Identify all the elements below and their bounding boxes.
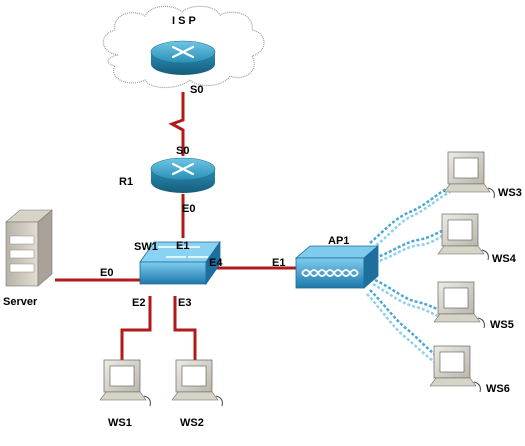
workstation-ws1 (99, 359, 151, 407)
link-sw1-ws2 (173, 296, 197, 360)
r1-s0-label: S0 (176, 145, 189, 157)
wireless-link-ws5-b (372, 282, 444, 320)
workstation-icon (171, 359, 223, 407)
ws5-label: WS5 (490, 319, 514, 331)
wireless-link-ws4-b (374, 232, 448, 264)
isp-label: I S P (172, 15, 196, 27)
sw1-e2-label: E2 (132, 297, 145, 309)
access-point-icon (294, 245, 380, 289)
sw1-e1-label: E1 (176, 240, 189, 252)
ws6-label: WS6 (486, 383, 510, 395)
server-label: Server (3, 296, 38, 308)
r1-router (150, 157, 216, 193)
ws1-label: WS1 (108, 417, 132, 429)
wireless-link-ws4 (374, 228, 446, 260)
serial-link-isp-r1 (168, 92, 185, 156)
wireless-link-ws3-b (371, 190, 451, 250)
wireless-link-ws3 (369, 186, 449, 244)
ws2-label: WS2 (180, 417, 204, 429)
r1-label: R1 (119, 176, 133, 188)
sw1-switch (139, 240, 221, 286)
workstation-icon (437, 213, 489, 261)
link-sw1-ws1 (120, 296, 152, 360)
workstation-icon (429, 345, 481, 393)
wireless-link-ws6-b (366, 293, 437, 365)
sw1-e4-label: E4 (209, 257, 223, 269)
switch-icon (139, 240, 221, 286)
workstation-icon (433, 281, 485, 329)
workstation-ws4 (437, 213, 489, 261)
ap1-e1-label: E1 (272, 257, 285, 269)
sw1-e3-label: E3 (178, 297, 191, 309)
ap1-access-point (294, 245, 380, 289)
workstation-icon (99, 359, 151, 407)
workstation-ws5 (433, 281, 485, 329)
r1-e0-label: E0 (182, 203, 195, 215)
server (5, 209, 53, 287)
isp-s0-label: S0 (190, 84, 203, 96)
workstation-ws2 (171, 359, 223, 407)
links (55, 92, 298, 360)
router-icon (150, 157, 216, 193)
server-e0-label: E0 (100, 267, 113, 279)
router-icon (150, 40, 216, 75)
wireless-link-ws6 (369, 289, 441, 360)
ap1-label: AP1 (328, 235, 349, 247)
workstation-ws6 (429, 345, 481, 393)
wireless-links (366, 186, 451, 365)
workstation-ws3 (443, 151, 495, 199)
server-icon (5, 209, 53, 287)
ws4-label: WS4 (492, 253, 517, 265)
isp-router (150, 40, 216, 75)
ws3-label: WS3 (498, 187, 522, 199)
sw1-label: SW1 (134, 241, 158, 253)
wireless-link-ws5 (374, 278, 446, 314)
workstation-icon (443, 151, 495, 199)
